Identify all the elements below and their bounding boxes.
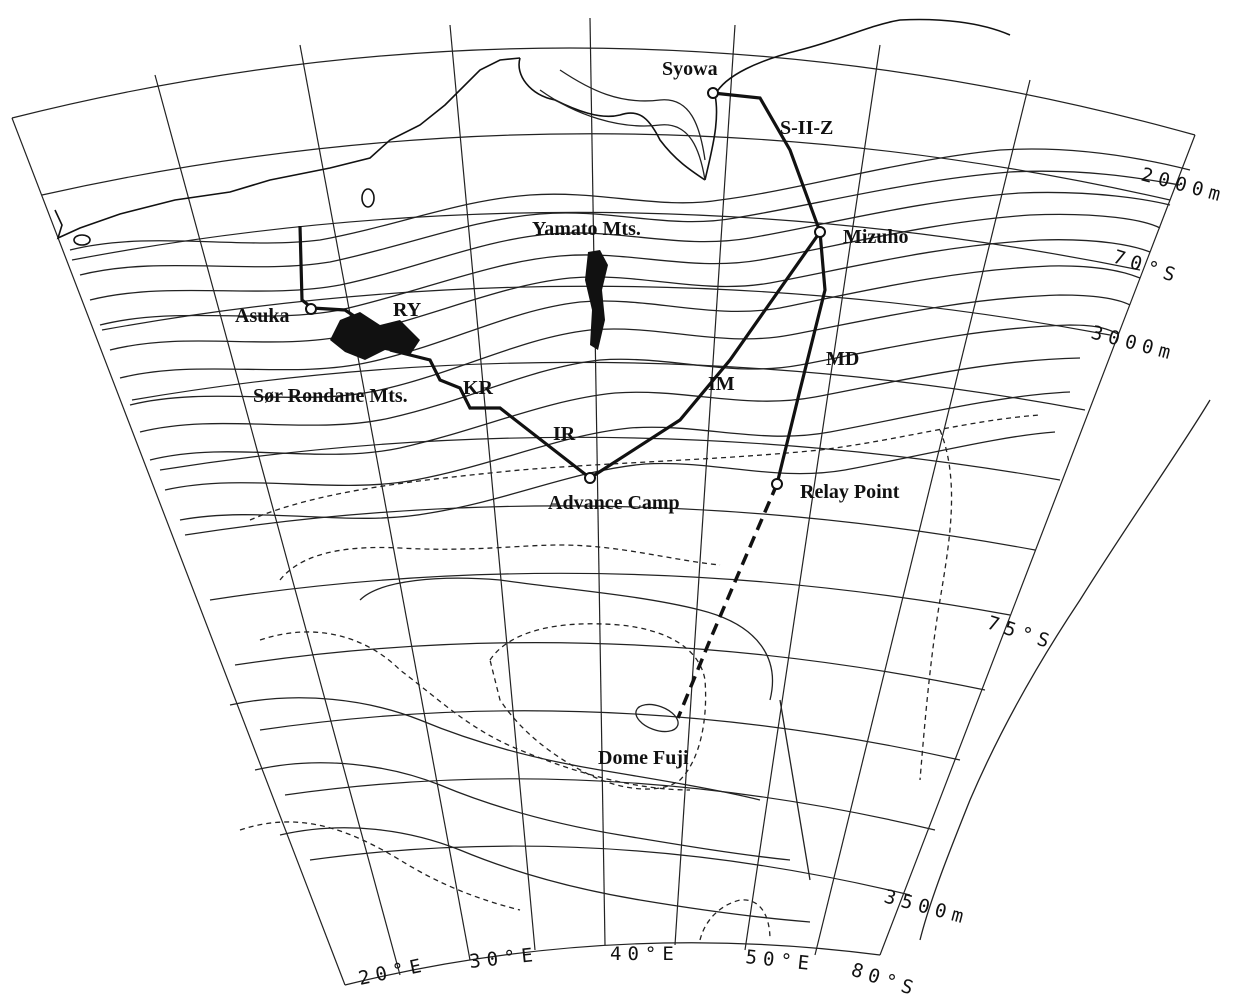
dashed-contours: [239, 414, 1041, 941]
dashed-contour: [699, 899, 771, 941]
label-lat-70: 70°S: [1110, 246, 1183, 288]
route-mizuho-advance-camp: [589, 231, 822, 480]
frame-left-edge: [11, 117, 346, 986]
frame-inner-arc: [344, 942, 881, 986]
elevation-contours: [69, 69, 1211, 941]
route-mizuho-relay-point: [775, 231, 827, 485]
label-route-ir: IR: [553, 423, 576, 445]
island: [361, 188, 375, 208]
map-frame: [11, 47, 1196, 986]
syowa-marker: [707, 87, 719, 99]
label-mizuho: Mizuho: [843, 226, 909, 248]
contour: [164, 391, 1071, 491]
contour: [149, 357, 1081, 461]
lat-line: [309, 845, 911, 896]
lat-line: [209, 572, 1011, 616]
contour: [129, 294, 1131, 406]
stations: [305, 87, 826, 490]
contour: [229, 697, 761, 801]
lat-line: [41, 133, 1171, 201]
contour: [279, 827, 811, 923]
coast-line: [54, 57, 521, 240]
lat-line: [234, 642, 986, 691]
dashed-contour: [919, 429, 953, 781]
meridian: [744, 44, 881, 951]
label-sor-rondane: Sør Rondane Mts.: [253, 385, 408, 407]
contour: [919, 399, 1211, 941]
dome-fuji-summit-contour: [635, 703, 679, 733]
label-relay-point: Relay Point: [800, 481, 900, 503]
label-lon-40: 40°E: [610, 943, 680, 965]
lat-line: [101, 285, 1111, 336]
meridian-lines: [154, 17, 1031, 976]
lat-line: [131, 361, 1086, 411]
dashed-contour: [279, 544, 721, 581]
coast-line: [704, 18, 1011, 181]
dashed-contour: [249, 414, 1041, 521]
lat-line: [184, 505, 1036, 551]
label-route-szz: S-II-Z: [780, 117, 833, 139]
labels: Syowa Mizuho Asuka Advance Camp Relay Po…: [235, 58, 1229, 1001]
rock-outcrops: [330, 250, 608, 360]
contour: [539, 89, 706, 181]
advance-camp-marker: [584, 472, 596, 484]
label-advance-camp: Advance Camp: [548, 492, 680, 514]
meridian: [154, 74, 401, 976]
island: [73, 234, 91, 246]
mizuho-marker: [814, 226, 826, 238]
coast-line: [518, 57, 706, 181]
label-syowa: Syowa: [662, 58, 718, 80]
sor-rondane-outcrop: [330, 312, 420, 360]
contour: [139, 324, 1119, 433]
meridian: [589, 17, 606, 946]
latitude-lines: [41, 133, 1171, 896]
contour: [254, 762, 791, 861]
yamato-outcrop: [585, 250, 608, 350]
route-advance-camp-ir: [389, 348, 591, 480]
asuka-marker: [305, 303, 317, 315]
label-dome-fuji: Dome Fuji: [598, 747, 689, 769]
contour: [89, 191, 1171, 301]
label-lon-30: 30°E: [468, 944, 540, 973]
label-route-ry: RY: [393, 299, 422, 321]
lat-line: [259, 710, 961, 761]
route-syowa-mizuho: [712, 91, 822, 233]
label-route-im: IM: [708, 373, 735, 395]
label-lon-50: 50°E: [744, 946, 816, 975]
label-lat-80: 80°S: [848, 959, 921, 1001]
contour: [119, 265, 1141, 379]
lat-line: [159, 436, 1061, 481]
contour: [69, 148, 1191, 251]
traverse-routes: [298, 91, 827, 719]
contour: [779, 699, 811, 881]
label-route-kr: KR: [463, 377, 494, 399]
dashed-contour: [259, 631, 691, 791]
label-lon-20: 20°E: [356, 954, 429, 990]
contour: [109, 239, 1151, 351]
label-contour-3000: 3000m: [1089, 322, 1179, 366]
contour: [359, 577, 774, 701]
meridian: [814, 79, 1031, 956]
lat-line: [284, 778, 936, 831]
contour: [179, 431, 1056, 521]
dashed-contour: [489, 623, 707, 790]
label-lat-75: 75°S: [984, 612, 1057, 654]
meridian: [449, 24, 536, 951]
meridian: [299, 44, 471, 961]
label-contour-3500: 3500m: [882, 886, 972, 930]
contour: [559, 69, 706, 161]
relay-point-marker: [771, 478, 783, 490]
contour: [79, 170, 1181, 276]
label-yamato: Yamato Mts.: [532, 218, 641, 240]
contour: [99, 213, 1161, 326]
frame-outer-arc: [11, 47, 1196, 136]
meridian: [674, 24, 736, 946]
label-asuka: Asuka: [235, 305, 289, 327]
label-route-md: MD: [826, 348, 859, 370]
frame-right-edge: [879, 134, 1196, 956]
route-relay-dome-fuji: [676, 483, 779, 719]
coastline: [54, 18, 1011, 246]
lat-line: [71, 211, 1141, 271]
